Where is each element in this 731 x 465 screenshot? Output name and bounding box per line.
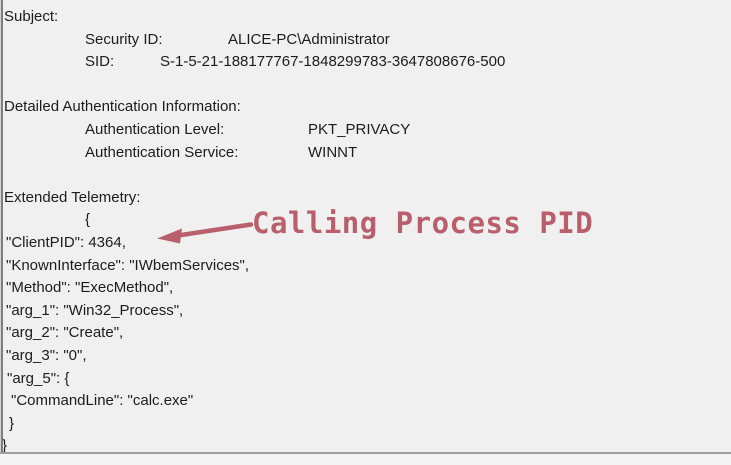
detailed-auth-header-line: Detailed Authentication Information: <box>0 97 731 119</box>
arg1-entry: "arg_1": "Win32_Process", <box>6 301 184 319</box>
auth-level-label: Authentication Level: <box>85 121 225 138</box>
blank-line <box>0 165 731 187</box>
telemetry-json-line: "arg_2": "Create", <box>0 323 731 345</box>
detailed-auth-header: Detailed Authentication Information: <box>4 98 241 116</box>
panel-bottom-border <box>0 452 731 454</box>
extended-telemetry-header-line: Extended Telemetry: <box>0 188 731 210</box>
telemetry-json-line: "arg_5": { <box>0 369 731 391</box>
method-entry: "Method": "ExecMethod", <box>6 279 174 297</box>
telemetry-json-line: { <box>0 210 731 232</box>
auth-service-row: Authentication Service: WINNT <box>0 143 731 165</box>
bottom-background-strip <box>0 454 731 465</box>
arg3-entry: "arg_3": "0", <box>6 347 87 364</box>
telemetry-json-line: "arg_3": "0", <box>0 346 731 368</box>
commandline-entry: "CommandLine": "calc.exe" <box>11 392 194 410</box>
auth-service-label: Authentication Service: <box>85 143 239 161</box>
sid-label: SID: <box>85 53 115 71</box>
security-id-label: Security ID: <box>85 30 163 48</box>
auth-service-value: WINNT <box>308 143 358 161</box>
telemetry-json-line: "Method": "ExecMethod", <box>0 278 731 300</box>
subject-header-line: Subject: <box>0 7 731 29</box>
knowninterface-entry: "KnownInterface": "IWbemServices", <box>6 256 250 274</box>
subject-header: Subject: <box>4 8 59 25</box>
extended-telemetry-header: Extended Telemetry: <box>4 188 141 206</box>
telemetry-open-brace: { <box>85 211 91 229</box>
security-id-row: Security ID: ALICE-PC\Administrator <box>0 30 731 52</box>
annotation-arrow-icon <box>157 222 254 244</box>
sid-value: S-1-5-21-188177767-1848299783-3647808676… <box>160 53 506 71</box>
security-id-value: ALICE-PC\Administrator <box>228 30 390 48</box>
sid-row: SID: S-1-5-21-188177767-1848299783-36478… <box>0 52 731 74</box>
arrow-shaft <box>175 222 254 238</box>
telemetry-json-line-clientpid: "ClientPID": 4364, <box>0 233 731 255</box>
inner-close-brace: } <box>9 414 15 432</box>
annotation-calling-process-pid: Calling Process PID <box>252 206 594 240</box>
arg5-entry: "arg_5": { <box>7 369 70 387</box>
telemetry-json-line: } <box>0 414 731 436</box>
blank-line <box>0 75 731 97</box>
telemetry-json-line: } <box>0 436 731 458</box>
telemetry-json-line: "KnownInterface": "IWbemServices", <box>0 256 731 278</box>
outer-close-brace: } <box>2 437 8 455</box>
event-details-text-panel[interactable]: Subject: Security ID: ALICE-PC\Administr… <box>0 0 731 454</box>
clientpid-entry: "ClientPID": 4364, <box>6 234 126 251</box>
panel-left-border-outer <box>0 0 1 453</box>
arrow-head <box>157 228 182 244</box>
telemetry-json-line: "CommandLine": "calc.exe" <box>0 391 731 413</box>
arg2-entry: "arg_2": "Create", <box>6 324 124 342</box>
auth-level-value: PKT_PRIVACY <box>308 121 411 138</box>
auth-level-row: Authentication Level: PKT_PRIVACY <box>0 120 731 142</box>
panel-left-border-inner <box>1 0 3 453</box>
telemetry-json-line: "arg_1": "Win32_Process", <box>0 301 731 323</box>
